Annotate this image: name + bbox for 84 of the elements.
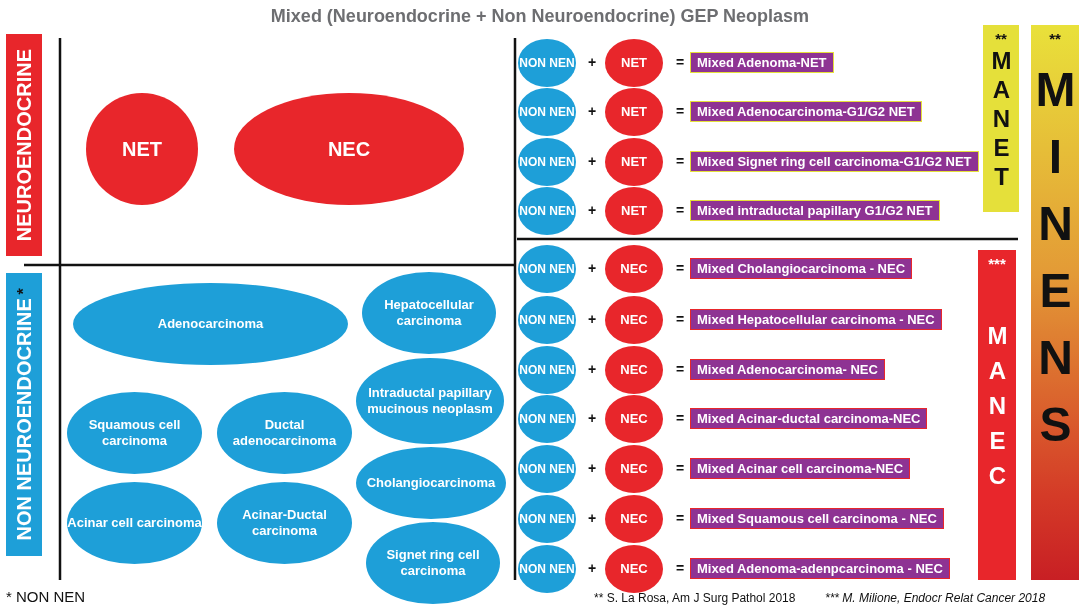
footnote: * NON NEN	[6, 588, 86, 605]
ellipse-node: Cholangiocarcinoma	[356, 447, 506, 519]
ellipse-node: NON NEN	[518, 346, 576, 394]
ellipse-node: NON NEN	[518, 445, 576, 493]
result-box: Mixed Cholangiocarcinoma - NEC	[690, 258, 913, 279]
equals-sign: =	[676, 153, 685, 169]
footnote-mark: ***	[988, 256, 1006, 272]
ellipse-node: NON NEN	[518, 88, 576, 136]
ellipse-node: NEC	[605, 445, 663, 493]
footnote: *** M. Milione, Endocr Relat Cancer 2018	[825, 591, 1046, 605]
ellipse-node: NON NEN	[518, 296, 576, 344]
equals-sign: =	[676, 103, 685, 119]
footnote-mark: **	[995, 31, 1007, 47]
plus-sign: +	[588, 103, 597, 119]
result-box: Mixed Adenoma-adenpcarcinoma - NEC	[690, 558, 950, 579]
ellipse-node: NON NEN	[518, 495, 576, 543]
category-band	[6, 273, 42, 556]
ellipse-node: NEC	[605, 245, 663, 293]
category-band	[978, 250, 1016, 580]
band-label: MINENS	[1031, 63, 1079, 465]
ellipse-node: NET	[605, 88, 663, 136]
band-label: NEUROENDOCRINE	[12, 48, 35, 242]
ellipse-node: NEC	[605, 545, 663, 593]
equals-sign: =	[676, 510, 685, 526]
category-band	[6, 34, 42, 256]
ellipse-node: NEC	[605, 395, 663, 443]
plus-sign: +	[588, 361, 597, 377]
plus-sign: +	[588, 202, 597, 218]
result-box: Mixed Acinar-ductal carcinoma-NEC	[690, 408, 928, 429]
result-box: Mixed Adenoma-NET	[690, 52, 834, 73]
equals-sign: =	[676, 560, 685, 576]
ellipse-node: NON NEN	[518, 39, 576, 87]
ellipse-node: Acinar cell carcinoma	[67, 482, 202, 564]
ellipse-node: NET	[605, 138, 663, 186]
ellipse-node: NET	[86, 93, 198, 205]
band-label: MANEC	[985, 322, 1009, 497]
ellipse-node: NEC	[605, 296, 663, 344]
ellipse-node: Acinar-Ductal carcinoma	[217, 482, 352, 564]
plus-sign: +	[588, 560, 597, 576]
plus-sign: +	[588, 54, 597, 70]
footnote: ** S. La Rosa, Am J Surg Pathol 2018	[594, 591, 796, 605]
result-box: Mixed Adenocarcinoma- NEC	[690, 359, 885, 380]
category-band	[1031, 25, 1079, 580]
ellipse-node: Ductal adenocarcinoma	[217, 392, 352, 474]
equals-sign: =	[676, 410, 685, 426]
ellipse-node: NET	[605, 39, 663, 87]
plus-sign: +	[588, 260, 597, 276]
plus-sign: +	[588, 311, 597, 327]
equals-sign: =	[676, 260, 685, 276]
ellipse-node: Adenocarcinoma	[73, 283, 348, 365]
band-label: MANET	[989, 47, 1013, 192]
ellipse-node: NON NEN	[518, 395, 576, 443]
result-box: Mixed intraductal papillary G1/G2 NET	[690, 200, 940, 221]
title: Mixed (Neuroendocrine + Non Neuroendocrine) GEP Neoplasm	[269, 6, 811, 27]
equals-sign: =	[676, 202, 685, 218]
equals-sign: =	[676, 361, 685, 377]
result-box: Mixed Signet ring cell carcinoma-G1/G2 NET	[690, 151, 979, 172]
ellipse-node: NEC	[605, 346, 663, 394]
ellipse-node: NEC	[234, 93, 464, 205]
result-box: Mixed Hepatocellular carcinoma - NEC	[690, 309, 942, 330]
category-band	[983, 25, 1019, 212]
ellipse-node: Intraductal papillary mucinous neoplasm	[356, 358, 504, 444]
result-box: Mixed Adenocarcinoma-G1/G2 NET	[690, 101, 922, 122]
ellipse-node: Hepatocellular carcinoma	[362, 272, 496, 354]
plus-sign: +	[588, 410, 597, 426]
equals-sign: =	[676, 460, 685, 476]
band-label: NON NEUROENDOCRINE	[12, 298, 35, 541]
ellipse-node: NEC	[605, 495, 663, 543]
plus-sign: +	[588, 460, 597, 476]
plus-sign: +	[588, 153, 597, 169]
ellipse-node: NON NEN	[518, 245, 576, 293]
ellipse-node: NON NEN	[518, 138, 576, 186]
footnote-mark: *	[14, 288, 32, 295]
result-box: Mixed Squamous cell carcinoma - NEC	[690, 508, 944, 529]
result-box: Mixed Acinar cell carcinoma-NEC	[690, 458, 911, 479]
footnote-mark: **	[1049, 31, 1061, 47]
ellipse-node: NON NEN	[518, 545, 576, 593]
ellipse-node: Signet ring cell carcinoma	[366, 522, 500, 604]
equals-sign: =	[676, 311, 685, 327]
equals-sign: =	[676, 54, 685, 70]
ellipse-node: NET	[605, 187, 663, 235]
ellipse-node: Squamous cell carcinoma	[67, 392, 202, 474]
ellipse-node: NON NEN	[518, 187, 576, 235]
plus-sign: +	[588, 510, 597, 526]
